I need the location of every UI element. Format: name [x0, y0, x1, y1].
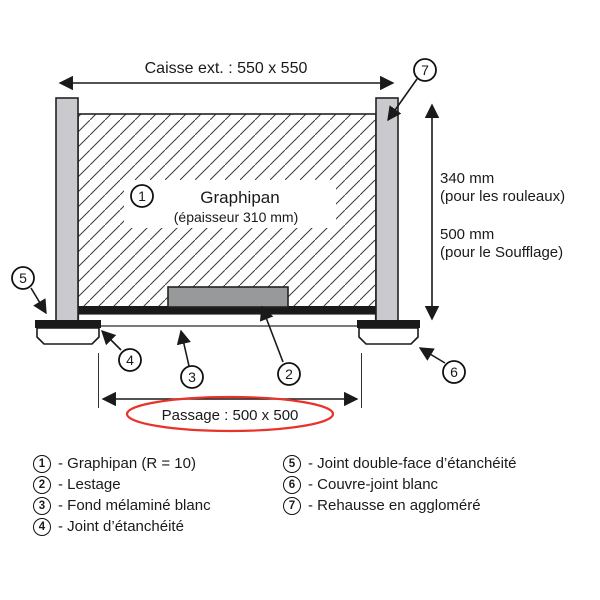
- leader-5: [30, 287, 47, 315]
- legend-num-4: 4: [33, 517, 51, 536]
- legend-label-3: - Fond mélaminé blanc: [58, 497, 211, 514]
- passage-dimension-label: Passage : 500 x 500: [162, 407, 299, 424]
- legend-num-6: 6: [283, 475, 301, 494]
- svg-text:5: 5: [19, 270, 27, 286]
- legend-label-4: - Joint d’étanchéité: [58, 518, 184, 535]
- legend-item-3: 3 - Fond mélaminé blanc: [33, 495, 211, 516]
- height-dim1-value: 340 mm: [440, 170, 494, 187]
- legend-num-5: 5: [283, 454, 301, 473]
- height-dim2-value: 500 mm: [440, 226, 494, 243]
- legend-item-6: 6 - Couvre-joint blanc: [283, 474, 516, 495]
- right-seal-bar: [357, 320, 420, 328]
- callout-1: 1: [130, 184, 154, 208]
- right-cover-joint: [358, 327, 419, 345]
- legend-label-6: - Couvre-joint blanc: [308, 476, 439, 493]
- box-cross-section-diagram: Caisse ext. : 550 x 550 340 mm (pour les…: [11, 58, 565, 433]
- callout-3: 3: [180, 365, 204, 389]
- callout-4: 4: [118, 348, 142, 372]
- svg-text:1: 1: [138, 188, 146, 204]
- legend-left-column: 1 - Graphipan (R = 10) 2 - Lestage 3 - F…: [33, 453, 211, 537]
- svg-text:4: 4: [126, 352, 134, 368]
- melamine-base-strip: [77, 313, 377, 327]
- legend-label-1: - Graphipan (R = 10): [58, 455, 196, 472]
- graphipan-thickness-note: (épaisseur 310 mm): [174, 209, 299, 225]
- legend-label-5: - Joint double-face d’étanchéité: [308, 455, 517, 472]
- callout-7: 7: [413, 58, 437, 82]
- leader-7: [387, 78, 418, 122]
- panel-label-backdrop: [124, 180, 336, 228]
- legend-label-2: - Lestage: [58, 476, 121, 493]
- svg-text:6: 6: [450, 364, 458, 380]
- height-dim2-note: (pour le Soufflage): [440, 244, 563, 261]
- panel-bottom-bar: [78, 306, 376, 314]
- leader-6: [418, 347, 446, 364]
- legend-item-7: 7 - Rehausse en aggloméré: [283, 495, 516, 516]
- svg-text:3: 3: [188, 369, 196, 385]
- legend-right-column: 5 - Joint double-face d’étanchéité 6 - C…: [283, 453, 516, 516]
- left-seal-bar: [35, 320, 101, 328]
- leader-4: [100, 329, 122, 351]
- legend-item-5: 5 - Joint double-face d’étanchéité: [283, 453, 516, 474]
- legend-item-2: 2 - Lestage: [33, 474, 211, 495]
- callout-2: 2: [277, 362, 301, 386]
- leader-2: [259, 305, 284, 363]
- legend-num-3: 3: [33, 496, 51, 515]
- svg-text:2: 2: [285, 366, 293, 382]
- callout-5: 5: [11, 266, 35, 290]
- left-post: [55, 97, 79, 322]
- height-dim1-note: (pour les rouleaux): [440, 188, 565, 205]
- callout-6: 6: [442, 360, 466, 384]
- ballast-block: [167, 286, 289, 308]
- caisse-dimension-label: Caisse ext. : 550 x 550: [145, 60, 308, 77]
- svg-text:7: 7: [421, 62, 429, 78]
- graphipan-label: Graphipan: [200, 188, 279, 207]
- left-cover-joint: [36, 327, 100, 345]
- leader-3: [176, 329, 191, 367]
- legend-num-1: 1: [33, 454, 51, 473]
- right-post: [375, 97, 399, 322]
- legend-item-4: 4 - Joint d’étanchéité: [33, 516, 211, 537]
- legend-num-7: 7: [283, 496, 301, 515]
- legend-num-2: 2: [33, 475, 51, 494]
- legend-item-1: 1 - Graphipan (R = 10): [33, 453, 211, 474]
- legend-label-7: - Rehausse en aggloméré: [308, 497, 481, 514]
- passage-highlight-ellipse: [125, 395, 335, 433]
